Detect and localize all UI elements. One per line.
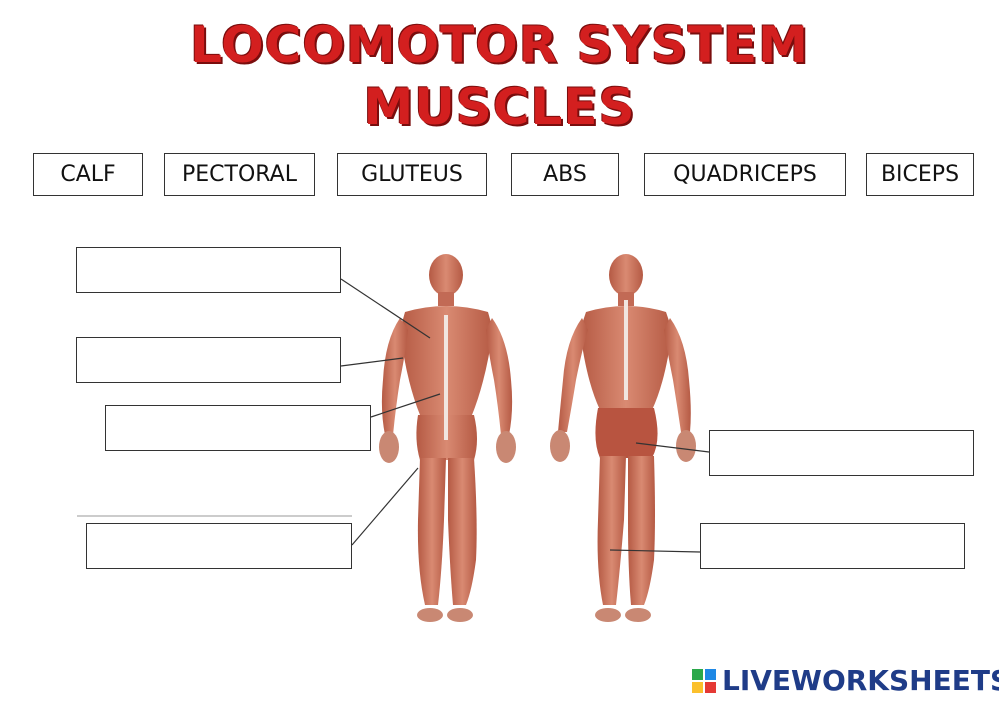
- back-body-figure: [550, 254, 696, 622]
- liveworksheets-logo: LIVEWORKSHEETS: [692, 664, 999, 697]
- answer-box-4[interactable]: [86, 523, 352, 569]
- pointer-line-6: [610, 550, 700, 552]
- brand-name: LIVEWORKSHEETS: [722, 664, 999, 697]
- pointer-line-1: [341, 279, 430, 338]
- answer-box-6[interactable]: [700, 523, 965, 569]
- pointer-line-4: [352, 468, 418, 545]
- answer-box-5[interactable]: [709, 430, 974, 476]
- liveworksheets-mark-icon: [692, 669, 716, 693]
- front-body-figure: [379, 254, 516, 622]
- answer-box-3[interactable]: [105, 405, 371, 451]
- answer-box-1[interactable]: [76, 247, 341, 293]
- answer-box-2[interactable]: [76, 337, 341, 383]
